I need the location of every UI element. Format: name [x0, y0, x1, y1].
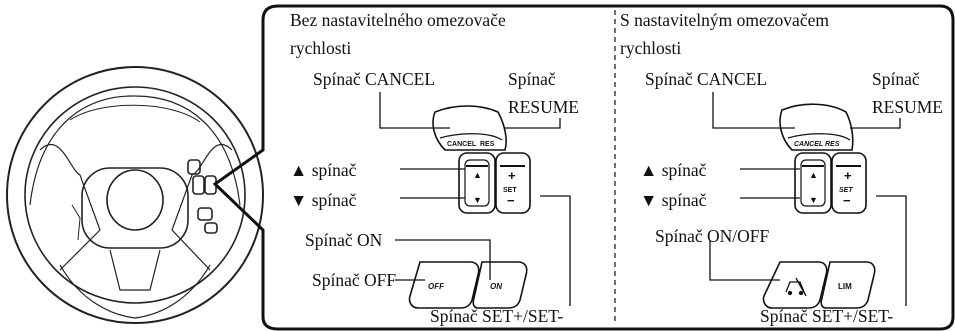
right-cancel-res-switch	[779, 103, 854, 151]
left-up-arrow-icon: ▲	[473, 170, 482, 180]
left-resume-switch-label-2: RESUME	[508, 97, 579, 117]
left-down-arrow-icon: ▼	[473, 195, 482, 205]
left-minus-label: −	[507, 193, 515, 208]
left-heading-line1: Bez nastavitelného omezovače	[290, 10, 506, 30]
right-cancel-switch-label: Spínač CANCEL	[645, 69, 768, 89]
left-up-switch-label: ▲ spínač	[290, 160, 357, 180]
left-set-switch-label: Spínač SET+/SET-	[430, 306, 564, 326]
left-res-button-label: RES	[480, 141, 495, 148]
right-set-label: SET	[839, 187, 853, 194]
right-cancel-res-button-label: CANCEL RES	[794, 141, 840, 148]
left-set-block	[458, 152, 531, 214]
right-onoff-lim-switch	[762, 261, 876, 309]
left-plus-label: +	[508, 168, 516, 183]
left-cancel-switch-label: Spínač CANCEL	[313, 69, 436, 89]
left-heading-line2: rychlosti	[290, 38, 352, 58]
right-heading-line1: S nastavitelným omezovačem	[620, 10, 829, 30]
left-off-on-switch	[408, 261, 528, 309]
cruise-control-icon	[785, 277, 807, 297]
right-up-arrow-icon: ▲	[809, 170, 818, 180]
right-heading-line2: rychlosti	[620, 38, 682, 58]
right-plus-label: +	[844, 168, 852, 183]
left-down-switch-label: ▼ spínač	[290, 190, 357, 210]
left-off-switch-label: Spínač OFF	[312, 270, 397, 290]
right-leader-lines	[709, 92, 907, 306]
right-set-block	[794, 152, 867, 214]
steering-wheel	[6, 66, 264, 324]
right-onoff-switch-label: Spínač ON/OFF	[655, 226, 770, 246]
right-down-arrow-icon: ▼	[809, 195, 818, 205]
left-cancel-res-switch	[432, 105, 507, 151]
left-cancel-button-label: CANCEL	[447, 141, 477, 148]
right-resume-switch-label-1: Spínač	[872, 69, 920, 89]
right-up-switch-label: ▲ spínač	[640, 160, 707, 180]
left-off-button-label: OFF	[428, 282, 445, 291]
right-resume-switch-label-2: RESUME	[872, 97, 943, 117]
left-on-switch-label: Spínač ON	[305, 230, 383, 250]
right-set-switch-label: Spínač SET+/SET-	[760, 306, 894, 326]
left-on-button-label: ON	[490, 282, 502, 291]
right-down-switch-label: ▼ spínač	[640, 190, 707, 210]
callout-frame	[212, 4, 955, 331]
left-resume-switch-label-1: Spínač	[508, 69, 556, 89]
right-lim-button-label: LIM	[838, 282, 852, 291]
left-set-label: SET	[503, 187, 517, 194]
right-minus-label: −	[843, 193, 851, 208]
left-leader-lines	[379, 92, 571, 306]
